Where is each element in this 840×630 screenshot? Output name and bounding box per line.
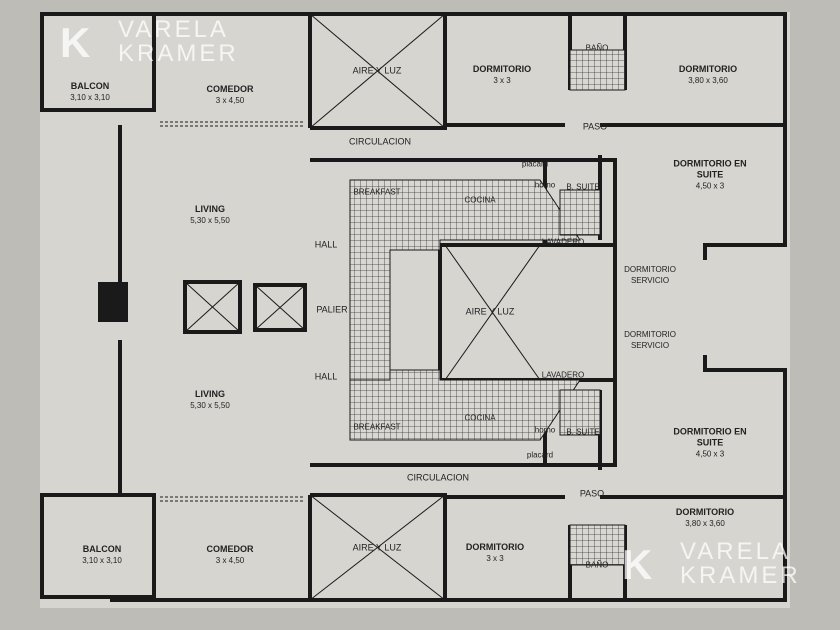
watermark-line1: VARELA [118, 16, 229, 43]
label-hall-bottom: HALL [314, 371, 338, 382]
room-aire-luz-center: AIRE Y LUZ [465, 306, 515, 317]
watermark-line1: VARELA [680, 538, 791, 565]
room-bano-bottom: BAÑO [585, 560, 609, 570]
label-paso-bottom: PASO [579, 488, 605, 499]
label-palier: PALIER [316, 304, 348, 315]
room-aire-luz-bottom: AIRE Y LUZ [352, 542, 402, 553]
room-aire-luz-top: AIRE Y LUZ [352, 65, 402, 76]
room-dormitorio-servicio-bottom: DORMITORIO SERVICIO [624, 330, 676, 350]
room-cocina-top: COCINA [464, 195, 496, 205]
room-lavadero-bottom: LAVADERO [541, 370, 585, 380]
room-breakfast-bottom: BREAKFAST [353, 422, 401, 432]
walls [40, 12, 787, 602]
label-placard-top: placard [521, 159, 549, 169]
room-bano-top: BAÑO [585, 43, 609, 53]
label-paso-top: PASO [582, 121, 608, 132]
label-placard-bottom: placard [526, 450, 554, 460]
watermark-top: K VARELA KRAMER [60, 16, 239, 67]
room-lavadero-top: LAVADERO [541, 237, 585, 247]
watermark-logo-icon: K [622, 541, 653, 588]
label-circulacion-top: CIRCULACION [348, 136, 412, 147]
room-dormitorio-servicio-top: DORMITORIO SERVICIO [624, 265, 676, 285]
room-breakfast-top: BREAKFAST [353, 187, 401, 197]
room-cocina-bottom: COCINA [464, 413, 496, 423]
room-b-suite-top: B. SUITE [566, 182, 600, 192]
label-circulacion-bottom: CIRCULACION [406, 472, 470, 483]
watermark-logo-icon: K [60, 19, 91, 66]
watermark-bottom: K VARELA KRAMER [622, 538, 801, 589]
room-b-suite-bottom: B. SUITE [566, 427, 600, 437]
label-horno-bottom: horno [534, 425, 556, 435]
label-hall-top: HALL [314, 239, 338, 250]
label-horno-top: horno [534, 180, 556, 190]
watermark-line2: KRAMER [118, 40, 239, 67]
watermark-line2: KRAMER [680, 562, 801, 589]
